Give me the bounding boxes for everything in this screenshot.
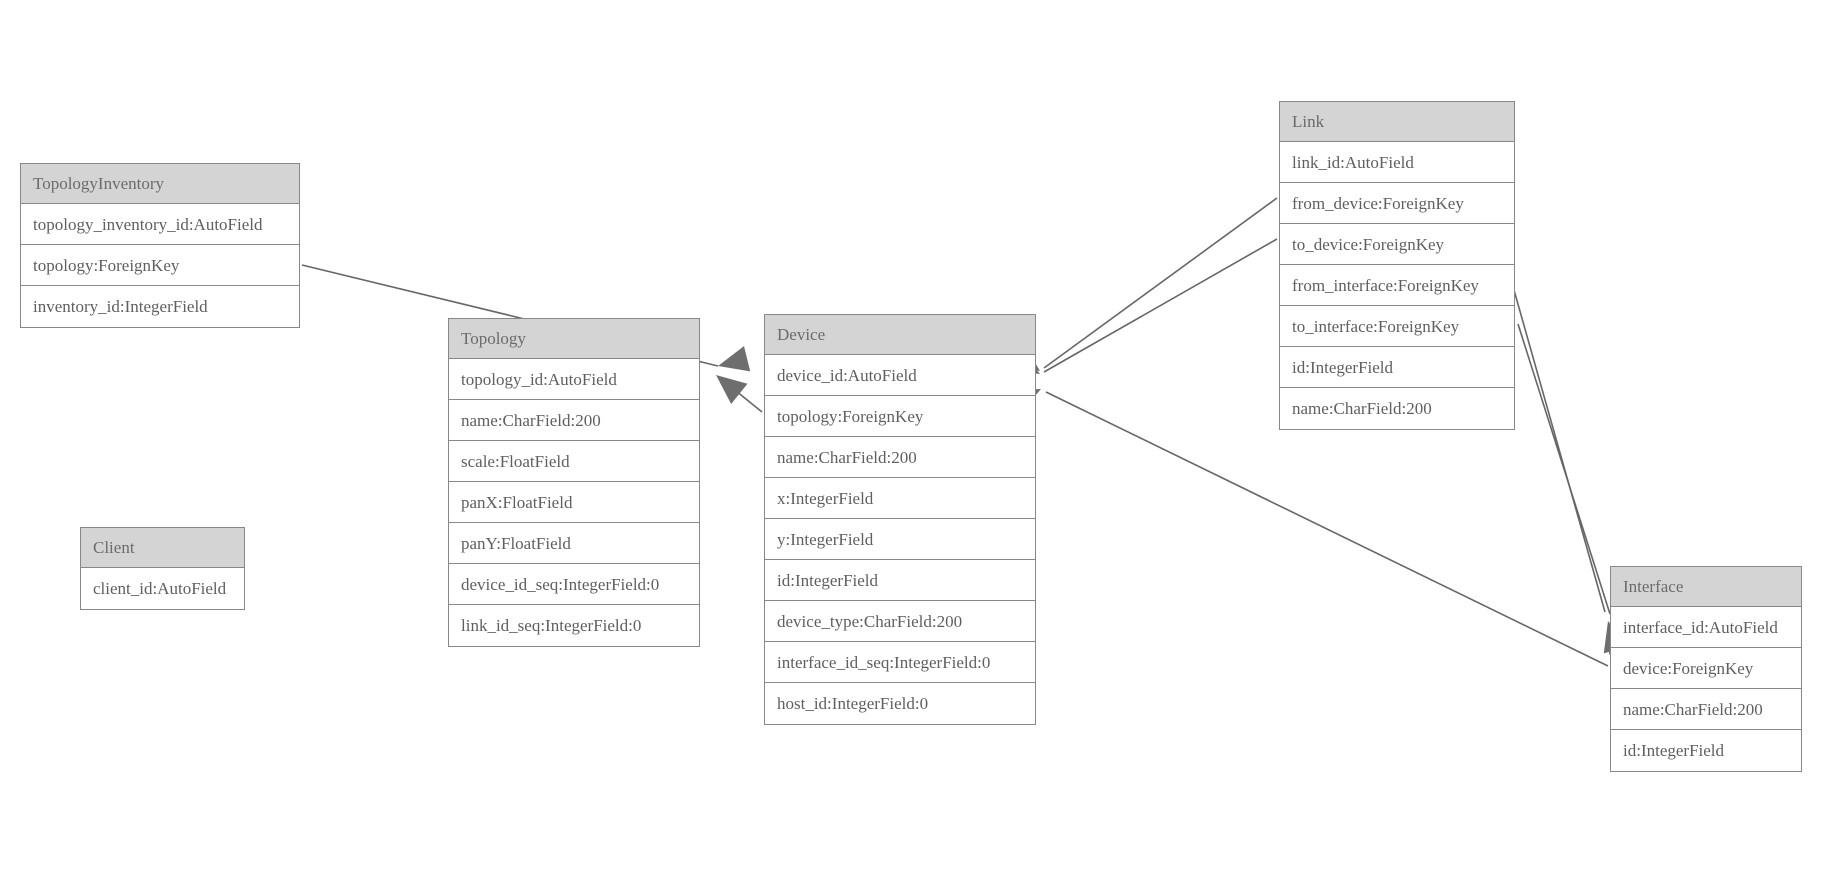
entity-field: link_id:AutoField <box>1280 142 1514 183</box>
entity-field: to_device:ForeignKey <box>1280 224 1514 265</box>
entity-title: Interface <box>1611 567 1801 607</box>
entity-title: Topology <box>449 319 699 359</box>
arrowhead-icon <box>718 346 751 372</box>
entity-field: panY:FloatField <box>449 523 699 564</box>
entity-field: to_interface:ForeignKey <box>1280 306 1514 347</box>
entity-field: interface_id:AutoField <box>1611 607 1801 648</box>
relationship-edge <box>716 375 763 413</box>
relationship-edge <box>1007 238 1278 374</box>
entity-field: panX:FloatField <box>449 482 699 523</box>
entity-field: scale:FloatField <box>449 441 699 482</box>
arrowhead-icon <box>716 375 748 404</box>
entity-field: device:ForeignKey <box>1611 648 1801 689</box>
entity-field: topology:ForeignKey <box>765 396 1035 437</box>
entity-field: id:IntegerField <box>765 560 1035 601</box>
entity-field: client_id:AutoField <box>81 568 244 609</box>
entity-field: from_interface:ForeignKey <box>1280 265 1514 306</box>
entity-field: inventory_id:IntegerField <box>21 286 299 327</box>
entity-field: name:CharField:200 <box>449 400 699 441</box>
entity-field: device_id_seq:IntegerField:0 <box>449 564 699 605</box>
entity-field: name:CharField:200 <box>1611 689 1801 730</box>
entity-field: link_id_seq:IntegerField:0 <box>449 605 699 646</box>
entity-field: host_id:IntegerField:0 <box>765 683 1035 724</box>
entity-title: Device <box>765 315 1035 355</box>
entity-field: topology_inventory_id:AutoField <box>21 204 299 245</box>
entity-field: name:CharField:200 <box>1280 388 1514 429</box>
relationship-edge <box>1008 197 1278 371</box>
entity-field: y:IntegerField <box>765 519 1035 560</box>
entity-title: TopologyInventory <box>21 164 299 204</box>
entity-field: topology_id:AutoField <box>449 359 699 400</box>
entity-field: device_type:CharField:200 <box>765 601 1035 642</box>
entity-field: from_device:ForeignKey <box>1280 183 1514 224</box>
entity-field: name:CharField:200 <box>765 437 1035 478</box>
entity-field: topology:ForeignKey <box>21 245 299 286</box>
entity-field: interface_id_seq:IntegerField:0 <box>765 642 1035 683</box>
entity-title: Link <box>1280 102 1514 142</box>
entity-title: Client <box>81 528 244 568</box>
entity-field: device_id:AutoField <box>765 355 1035 396</box>
entity-field: id:IntegerField <box>1611 730 1801 771</box>
entity-field: x:IntegerField <box>765 478 1035 519</box>
entity-field: id:IntegerField <box>1280 347 1514 388</box>
